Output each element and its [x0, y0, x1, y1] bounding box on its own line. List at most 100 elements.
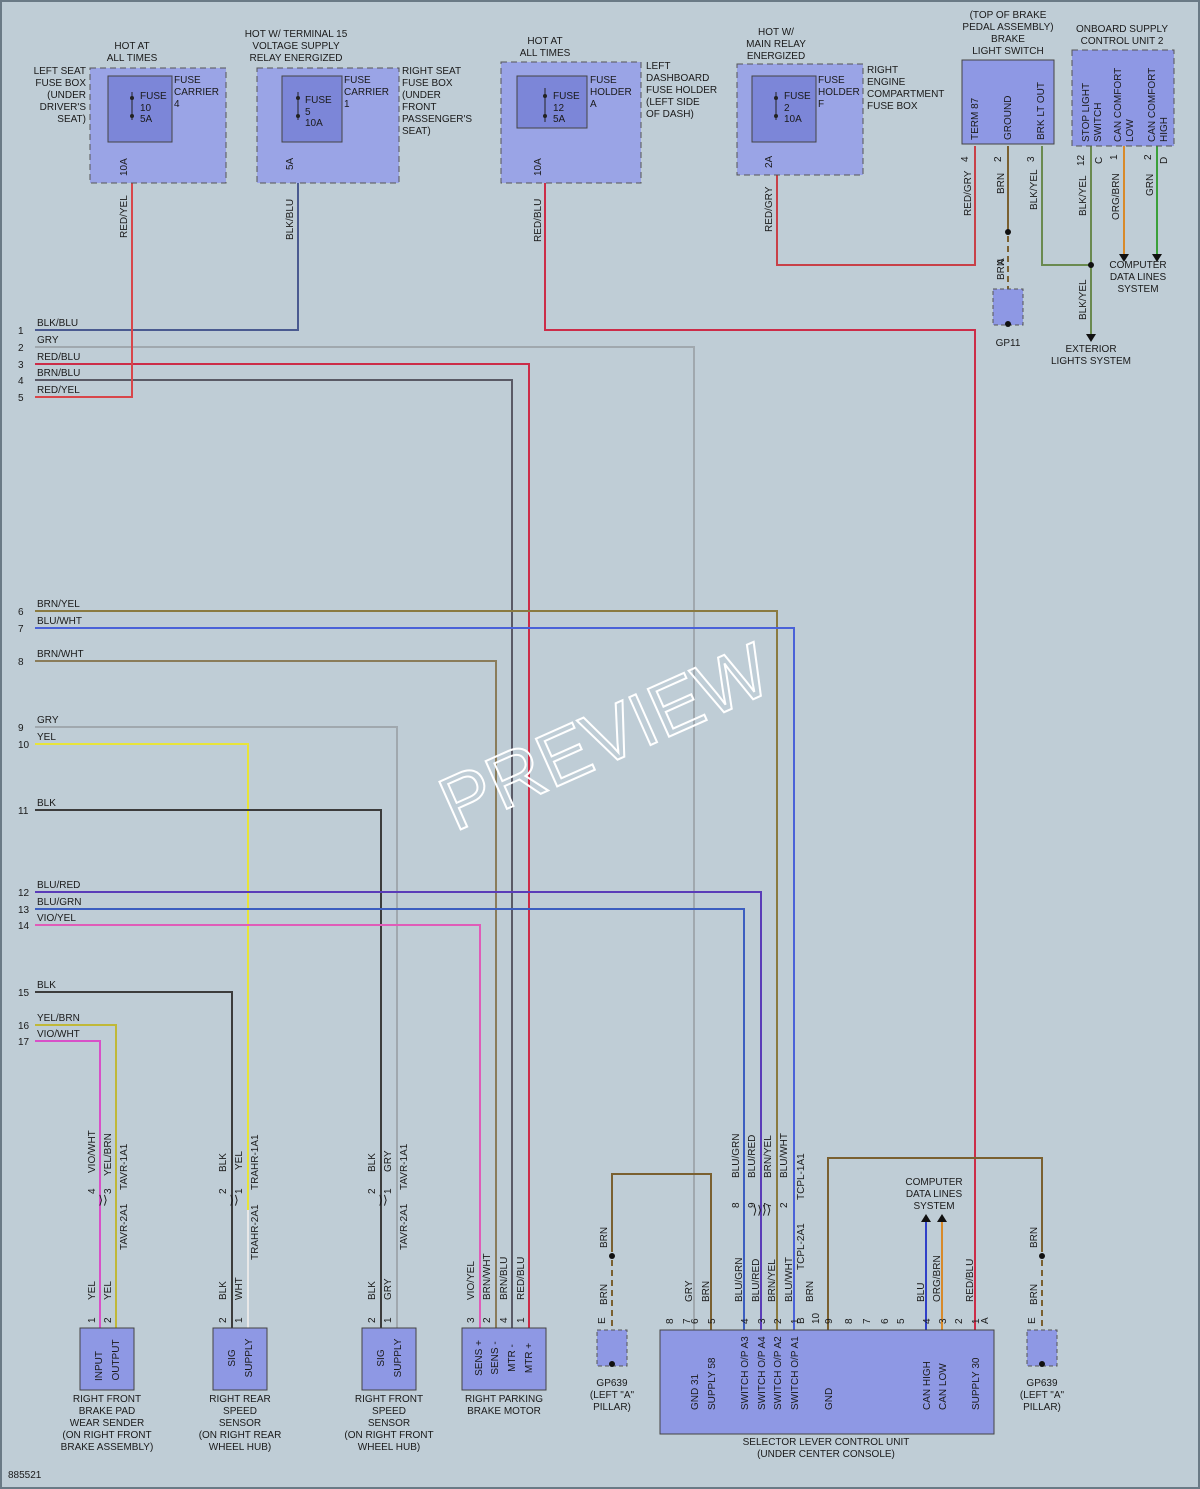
gp639-left-label-1: GP639	[596, 1378, 628, 1389]
rear-sensor-connector-symbol: ⟩⟩	[229, 1193, 238, 1207]
selector-pin-number: 3	[938, 1318, 949, 1324]
selector-pin-number: 5	[896, 1318, 907, 1324]
selector-pin-number: 7	[682, 1318, 693, 1324]
fuse3-header-1: HOT AT	[527, 36, 562, 47]
wire-6-brn-yel	[35, 610, 778, 1330]
right-rear-speed-sensor: SIG SUPPLY RIGHT REAR SPEED SENSOR (ON R…	[199, 1134, 282, 1453]
gp639-right-wire-top: BRN	[1029, 1227, 1040, 1248]
left-wire-number: 10	[18, 740, 30, 751]
pad-sender-upper-num-2: 3	[103, 1188, 114, 1194]
fuse2-fuse	[281, 75, 343, 143]
rear-sensor-body	[212, 1327, 268, 1391]
selector-body	[659, 1329, 995, 1435]
front-sensor-title-1: RIGHT FRONT	[355, 1394, 423, 1405]
right-front-speed-sensor: SIG SUPPLY RIGHT FRONT SPEED SENSOR (ON …	[344, 1143, 433, 1453]
selector-connector-symbol: ⟩⟩⟩⟩	[753, 1203, 772, 1217]
rear-sensor-pin-num-2: 1	[234, 1317, 245, 1323]
gp639-left-wire-top: BRN	[599, 1227, 610, 1248]
fuse1-side-1: LEFT SEAT	[34, 66, 86, 77]
fuse1-carrier-2: CARRIER	[174, 87, 219, 98]
park-motor-num-2: 2	[482, 1317, 493, 1323]
left-wire-labels: 1BLK/BLU2GRY3RED/BLU4BRN/BLU5RED/YEL6BRN…	[18, 318, 84, 1048]
fuse1-side-4: DRIVER'S	[40, 102, 87, 113]
fuse3-out-amp: 10A	[533, 158, 544, 176]
selector-title-1: SELECTOR LEVER CONTROL UNIT	[743, 1437, 910, 1448]
brake-switch-num-3: 3	[1026, 156, 1037, 162]
pad-sender-title-2: BRAKE PAD	[79, 1406, 136, 1417]
selector-upper-num-2: 9	[747, 1202, 758, 1208]
selector-pin-number: 2	[773, 1318, 784, 1324]
fuse2-side-3: (UNDER	[402, 90, 441, 101]
gp639-left-label-3: PILLAR)	[593, 1402, 631, 1413]
selector-pin-label: SWITCH O/P A4	[757, 1336, 768, 1410]
front-sensor-pin-supply: SUPPLY	[393, 1338, 404, 1377]
wire-14-vio-yel	[35, 924, 481, 1328]
fuse2-num: 5	[305, 107, 311, 118]
left-wire-label: VIO/WHT	[37, 1029, 80, 1040]
selector-pin-wire-label: BLU/WHT	[784, 1257, 795, 1302]
fuse4-wire-label: RED/GRY	[764, 186, 775, 232]
brake-switch-num-2: 2	[993, 156, 1004, 162]
left-wire-number: 15	[18, 988, 30, 999]
front-sensor-wire-1: BLK	[367, 1281, 378, 1300]
fuse4-header-3: ENERGIZED	[747, 51, 805, 62]
selector-upper-3: BRN/YEL	[763, 1135, 774, 1178]
pad-sender-connector-symbol: ⟩⟩	[98, 1193, 107, 1207]
selector-upper-1: BLU/GRN	[731, 1134, 742, 1178]
rear-sensor-conn-a: TRAHR-2A1	[250, 1204, 261, 1260]
park-motor-num-1: 3	[466, 1317, 477, 1323]
park-motor-wire-2: BRN/WHT	[482, 1253, 493, 1300]
pad-sender-pin-num-2: 2	[103, 1317, 114, 1323]
wire-16-yel-brn	[35, 1024, 117, 1328]
selector-pin-label: SWITCH O/P A1	[790, 1336, 801, 1410]
onboard-num-12: 12	[1076, 154, 1087, 166]
brake-switch-title-3: BRAKE	[991, 34, 1025, 45]
selector-pin-wire-label: BRN/YEL	[767, 1259, 778, 1302]
pad-sender-wire-2: YEL	[103, 1281, 114, 1300]
wires	[35, 146, 1162, 1330]
wire-15-blk	[35, 991, 233, 1328]
selector-pin-wire-label: BRN	[805, 1281, 816, 1302]
brake-switch-pin-ground: GROUND	[1003, 96, 1014, 140]
pad-sender-conn-a: TAVR-2A1	[119, 1203, 130, 1250]
brake-switch-wire-redgry: RED/GRY	[963, 170, 974, 216]
left-wire-label: GRY	[37, 335, 59, 346]
brake-switch-pin-brk-lt-out: BRK LT OUT	[1036, 82, 1047, 140]
fuse1-side-3: (UNDER	[47, 90, 86, 101]
selector-pin-label: CAN LOW	[938, 1363, 949, 1410]
fuse2-side-5: PASSENGER'S	[402, 114, 472, 125]
front-sensor-title-3: SENSOR	[368, 1418, 410, 1429]
fuse2-header-2: VOLTAGE SUPPLY	[252, 41, 340, 52]
fuse3-wire-label: RED/BLU	[533, 199, 544, 242]
left-wire-label: GRY	[37, 715, 59, 726]
left-wire-label: BRN/YEL	[37, 599, 80, 610]
park-motor-body	[461, 1327, 547, 1391]
selector-pin-number: 6	[880, 1318, 891, 1324]
fuse3-fuse	[516, 75, 588, 129]
onboard-pin-high-2: HIGH	[1159, 117, 1170, 142]
selector-upper-num-1: 8	[731, 1202, 742, 1208]
rear-sensor-title-5: WHEEL HUB)	[209, 1442, 271, 1453]
fuse4-label: FUSE	[784, 91, 811, 102]
selector-pin-number: 8	[844, 1318, 855, 1324]
onboard-wire-blkyel: BLK/YEL	[1078, 175, 1089, 216]
fuse3-carrier-1: FUSE	[590, 75, 617, 86]
fuse-block-left-seat: HOT AT ALL TIMES FUSE 10 5A FUSE CARRIER…	[34, 41, 227, 238]
fuse2-amp: 10A	[305, 118, 323, 129]
selector-data-lines-3: SYSTEM	[913, 1201, 954, 1212]
onboard-pin-stop-2: SWITCH	[1093, 103, 1104, 142]
front-sensor-pin-num-1: 2	[367, 1317, 378, 1323]
wire-8-brn-wht	[35, 660, 497, 1328]
exterior-lights-1: EXTERIOR	[1065, 344, 1116, 355]
pad-sender-pin-output: OUTPUT	[111, 1339, 122, 1380]
diagram-id: 885521	[8, 1470, 42, 1481]
selector-conn-b: B	[796, 1317, 807, 1324]
pad-sender-title-1: RIGHT FRONT	[73, 1394, 141, 1405]
onboard-conn-d: D	[1159, 157, 1170, 164]
selector-upper-2: BLU/RED	[747, 1135, 758, 1178]
arrow-exterior-lights-icon	[1086, 334, 1096, 342]
fuse1-side-5: SEAT)	[57, 114, 86, 125]
wire-fuse4-term87	[776, 146, 976, 266]
selector-pin-number: 1	[790, 1318, 801, 1324]
